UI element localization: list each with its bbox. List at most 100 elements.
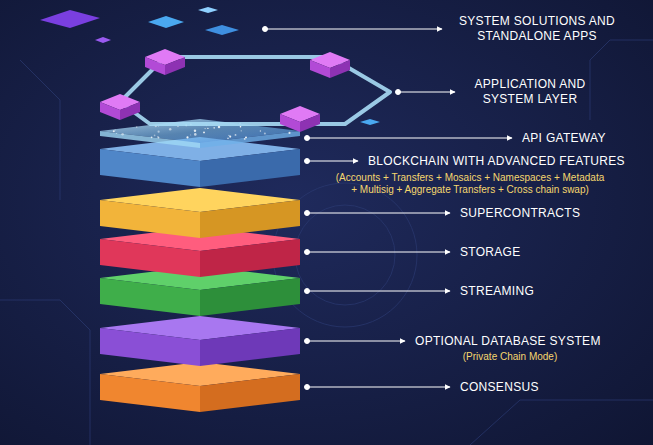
background-circuit-part: [470, 400, 653, 445]
streaming-layer-part: [200, 278, 300, 316]
leader-lines-part: [305, 385, 310, 390]
layer-label: SYSTEM SOLUTIONS AND STANDALONE APPS: [452, 14, 622, 44]
api-gateway-glass-part-part: [240, 126, 242, 128]
api-gateway-glass-part-part: [218, 126, 220, 128]
api-gateway-glass-part-part: [116, 133, 118, 135]
api-gateway-glass-part-part: [227, 137, 229, 139]
api-gateway-glass-part-part: [264, 133, 266, 135]
database-layer: [100, 316, 300, 366]
api-gateway-glass-part-part: [244, 138, 246, 140]
consensus-layer-part: [100, 374, 200, 412]
api-gateway-glass-part-part: [157, 136, 158, 137]
storage-layer-part: [100, 239, 200, 277]
application-frame-part: [280, 106, 320, 132]
background-circuit-part: [295, 205, 395, 305]
api-gateway-glass-part-part: [121, 133, 124, 136]
leader-lines-part: [307, 213, 450, 214]
api-gateway-glass-part-part: [157, 131, 159, 133]
api-gateway-glass-part-part: [260, 130, 261, 131]
api-gateway-glass-part-part: [241, 130, 242, 131]
leader-lines-part: [398, 92, 455, 93]
streaming-layer-part: [100, 278, 200, 316]
floating-tiles-part: [205, 25, 239, 35]
supercontracts-layer-part: [100, 200, 200, 238]
api-gateway-glass-part-part: [113, 130, 115, 132]
background-circuit-part: [590, 40, 653, 120]
leader-lines-part: [305, 250, 310, 255]
leader-lines-part: [307, 387, 450, 388]
api-gateway-glass-part: [200, 131, 300, 148]
api-gateway-glass-part-part: [194, 130, 196, 132]
leader-lines-part: [307, 341, 405, 342]
mode-note: (Private Chain Mode): [415, 350, 605, 363]
api-gateway-glass-part-part: [204, 128, 205, 129]
blockchain-layer-part: [200, 149, 300, 187]
api-gateway-glass-part-part: [114, 129, 115, 130]
layer-label: API GATEWAY: [522, 131, 642, 146]
api-gateway-glass-part-part: [207, 128, 208, 129]
api-gateway-glass-part-part: [245, 136, 247, 138]
floating-tiles-part: [40, 10, 100, 28]
application-frame-part: [145, 49, 185, 75]
leader-lines-part: [305, 289, 310, 294]
background-circuit-part: [20, 60, 60, 200]
consensus-layer-part: [200, 374, 300, 412]
database-layer-part: [100, 328, 200, 366]
leader-lines-part: [307, 291, 450, 292]
consensus-layer: [100, 362, 300, 412]
layer-label: BLOCKCHAIN WITH ADVANCED FEATURES: [368, 154, 648, 169]
blockchain-layer-part: [100, 149, 200, 187]
leader-lines-part: [263, 27, 268, 32]
api-gateway-glass-part-part: [190, 134, 192, 136]
supercontracts-layer-part: [200, 200, 300, 238]
leader-lines-part: [265, 29, 442, 30]
api-gateway-glass-part: [100, 131, 200, 148]
database-layer-part: [200, 328, 300, 366]
floating-tiles-part: [198, 7, 218, 13]
storage-layer-part: [200, 239, 300, 277]
floating-tiles-part: [95, 37, 111, 43]
supercontracts-layer: [100, 188, 300, 238]
floating-tiles: [40, 7, 380, 125]
leader-lines-part: [305, 136, 310, 141]
api-gateway-glass-part-part: [151, 136, 153, 138]
leader-lines-part: [307, 252, 450, 253]
leader-lines-part: [307, 161, 358, 162]
leader-lines-part: [307, 138, 512, 139]
api-gateway-glass-part-part: [229, 136, 231, 138]
floating-tiles-part: [148, 16, 184, 28]
api-gateway-glass-part-part: [228, 135, 229, 136]
layer-label: OPTIONAL DATABASE SYSTEM: [415, 334, 645, 349]
api-gateway-glass-part-part: [154, 135, 156, 137]
feature-note: (Accounts + Transfers + Mosaics + Namesp…: [300, 172, 640, 196]
api-gateway-glass-part-part: [203, 132, 205, 134]
layer-label: STREAMING: [460, 284, 640, 299]
layer-label: APPLICATION AND SYSTEM LAYER: [465, 77, 595, 107]
background-circuit: [0, 40, 653, 445]
background-circuit-part: [0, 300, 90, 445]
api-gateway-glass-part-part: [177, 126, 178, 127]
layer-label: STORAGE: [460, 245, 640, 260]
api-gateway-glass-part-part: [169, 128, 171, 130]
layer-label: SUPERCONTRACTS: [460, 206, 640, 221]
leader-lines-part: [305, 211, 310, 216]
application-frame-part: [100, 94, 140, 120]
api-gateway-glass-part-part: [158, 137, 160, 139]
api-gateway-glass-part-part: [194, 133, 197, 136]
leader-lines-part: [305, 339, 310, 344]
api-gateway-glass-part-part: [136, 126, 138, 128]
api-gateway-glass-part-part: [288, 132, 290, 134]
application-frame: [100, 49, 390, 132]
layer-label: CONSENSUS: [460, 380, 640, 395]
application-frame-part: [310, 52, 350, 78]
leader-lines-part: [305, 159, 310, 164]
leader-lines-part: [396, 90, 401, 95]
api-gateway-glass-part-part: [235, 134, 237, 136]
floating-tiles-part: [360, 119, 380, 125]
api-gateway-glass-part-part: [213, 127, 215, 129]
api-gateway-glass-part-part: [186, 136, 188, 138]
